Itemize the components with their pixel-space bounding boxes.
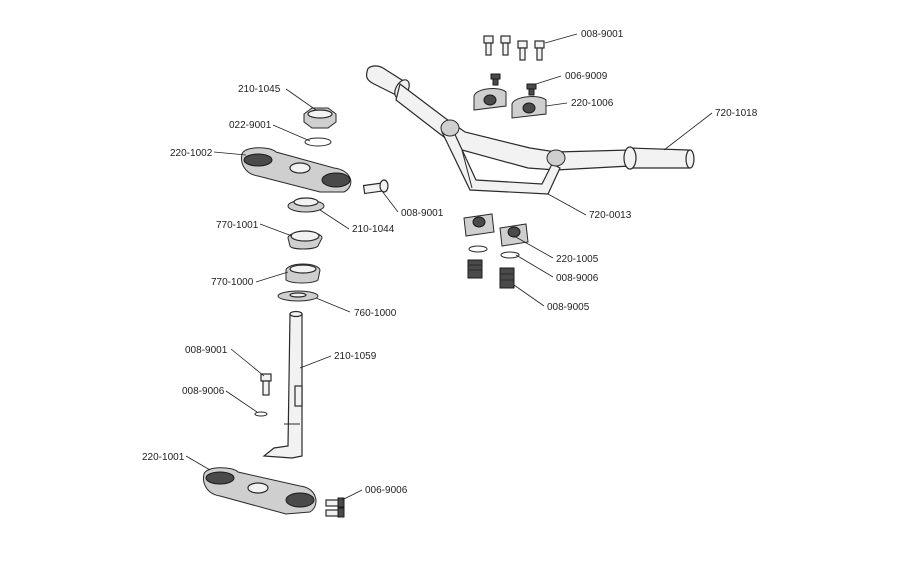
bolt-set-008-9001-top bbox=[483, 35, 545, 61]
callout-labels: 008-9001 006-9009 220-1006 720-1018 720-… bbox=[142, 29, 758, 496]
washer-008-9006-left bbox=[254, 411, 268, 417]
callout-022-9001: 022-9001 bbox=[229, 120, 272, 131]
callout-770-1000: 770-1000 bbox=[211, 277, 254, 288]
handlebar-720-1018 bbox=[365, 65, 695, 195]
callout-220-1002: 220-1002 bbox=[170, 148, 213, 159]
screws-006-9009 bbox=[490, 73, 537, 96]
callout-006-9006: 006-9006 bbox=[365, 485, 408, 496]
callout-220-1006: 220-1006 bbox=[571, 98, 614, 109]
callout-770-1001: 770-1001 bbox=[216, 220, 259, 231]
callout-210-1059: 210-1059 bbox=[334, 351, 377, 362]
callout-210-1044: 210-1044 bbox=[352, 224, 395, 235]
washers-008-9006-right bbox=[468, 245, 520, 259]
clamps-220-1006 bbox=[473, 88, 547, 119]
callout-720-1018: 720-1018 bbox=[715, 108, 758, 119]
bolts-008-9005 bbox=[467, 259, 515, 289]
callout-006-9009: 006-9009 bbox=[565, 71, 608, 82]
nut-210-1045 bbox=[303, 107, 337, 129]
callout-720-0013: 720-0013 bbox=[589, 210, 632, 221]
leader-lines bbox=[185, 33, 713, 501]
ring-022-9001 bbox=[304, 137, 332, 147]
bearing-race-210-1044 bbox=[287, 197, 325, 213]
bolt-008-9001-mid bbox=[362, 179, 389, 195]
lower-triple-clamp-220-1001 bbox=[203, 467, 317, 515]
upper-triple-clamp-220-1002 bbox=[241, 147, 352, 193]
callout-008-9001-top: 008-9001 bbox=[581, 29, 624, 40]
callout-008-9005: 008-9005 bbox=[547, 302, 590, 313]
bolt-008-9001-low bbox=[260, 373, 272, 396]
callout-760-1000: 760-1000 bbox=[354, 308, 397, 319]
callout-220-1005: 220-1005 bbox=[556, 254, 599, 265]
steering-stem-210-1059 bbox=[262, 310, 303, 459]
callout-210-1045: 210-1045 bbox=[238, 84, 281, 95]
bearing-770-1001 bbox=[287, 230, 323, 250]
callout-008-9001-low: 008-9001 bbox=[185, 345, 228, 356]
callout-008-9006-right: 008-9006 bbox=[556, 273, 599, 284]
callout-008-9001-mid: 008-9001 bbox=[401, 208, 444, 219]
callout-008-9006-left: 008-9006 bbox=[182, 386, 225, 397]
bolts-006-9006 bbox=[325, 497, 345, 518]
clamps-220-1005 bbox=[463, 213, 529, 247]
callout-220-1001: 220-1001 bbox=[142, 452, 185, 463]
seal-760-1000 bbox=[277, 290, 319, 302]
bearing-770-1000 bbox=[285, 263, 321, 284]
